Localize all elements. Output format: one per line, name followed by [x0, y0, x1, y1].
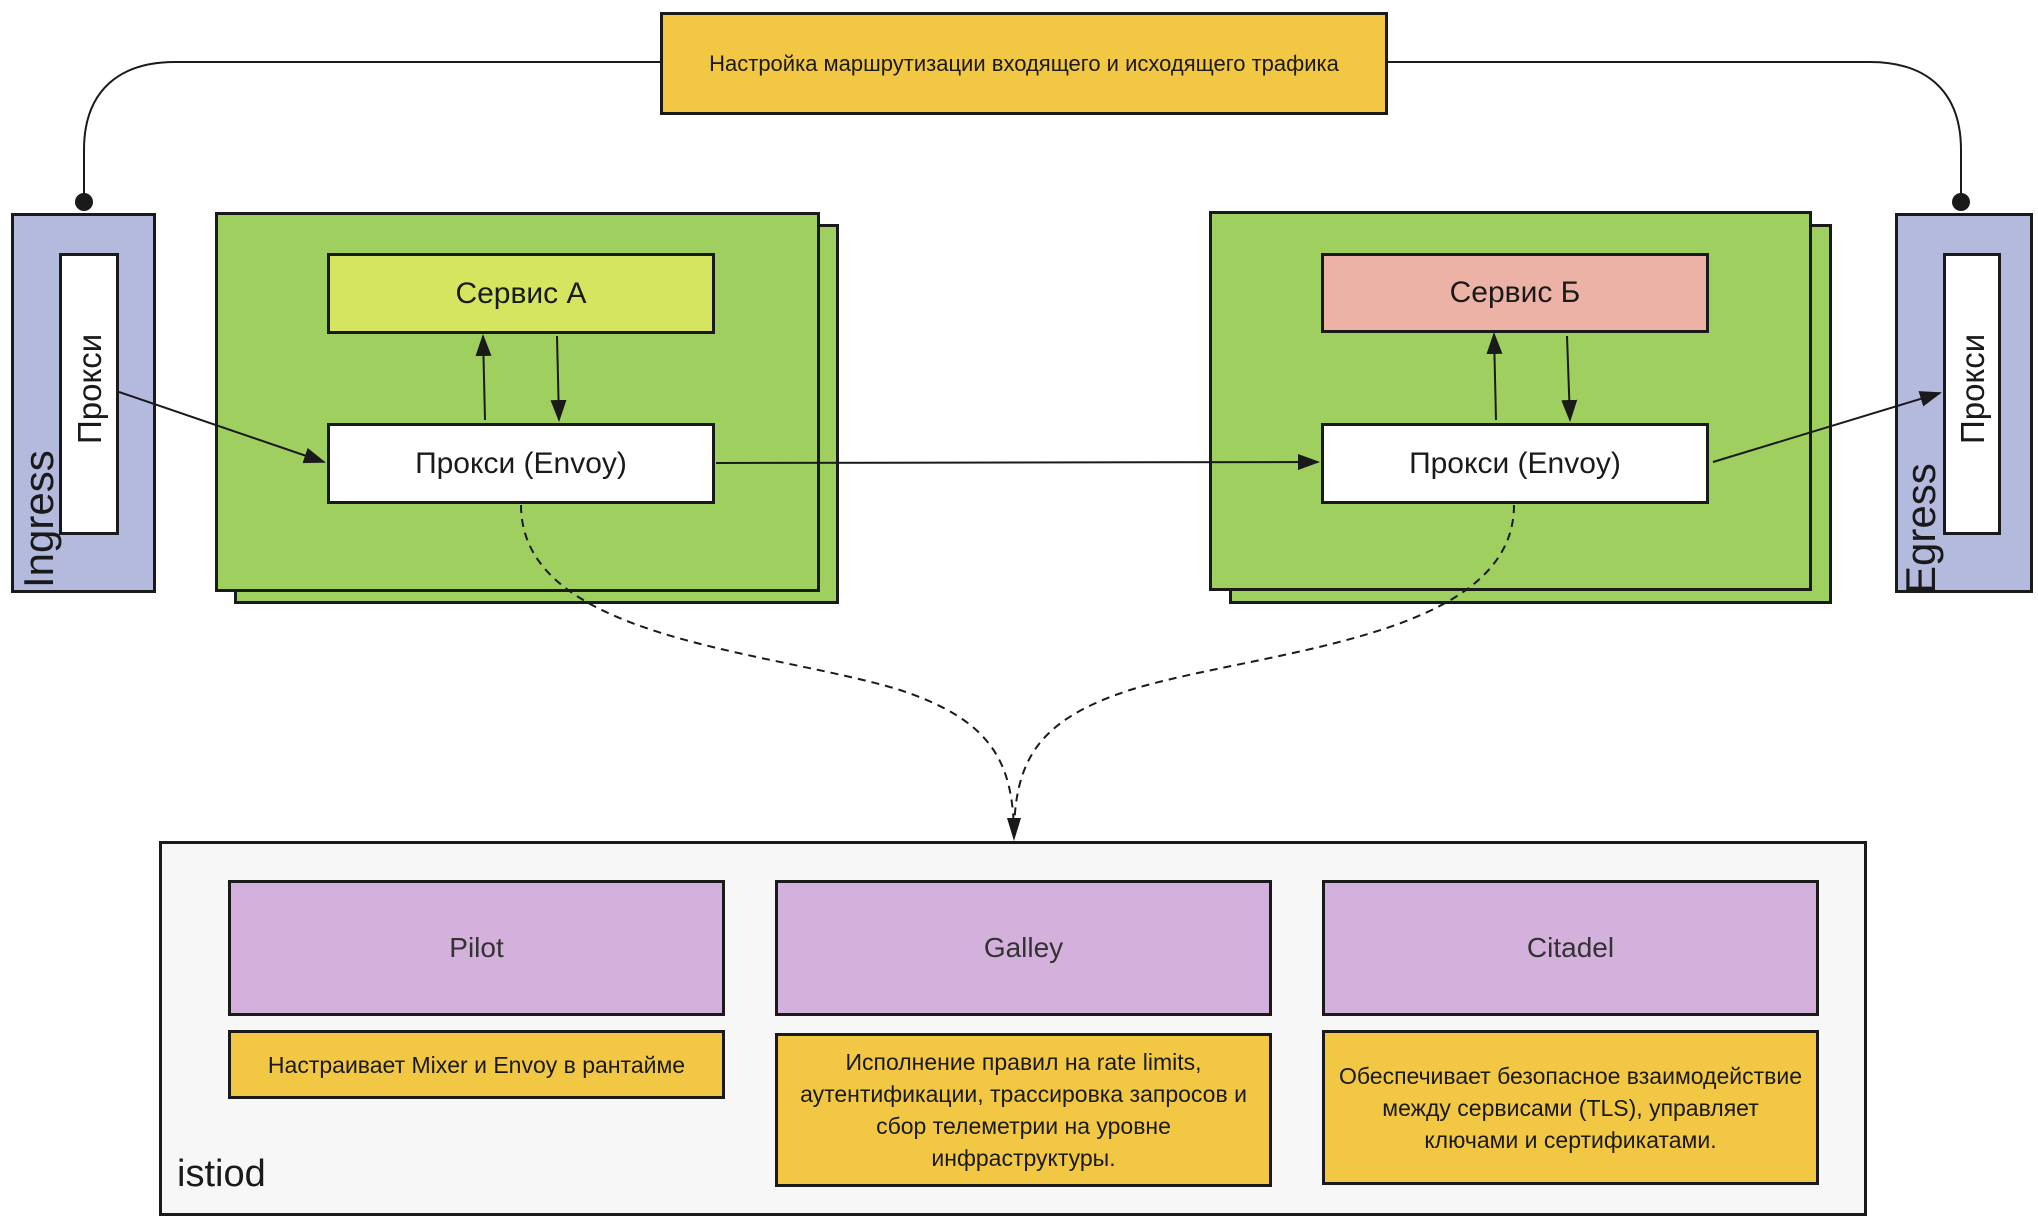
envoy-proxy-a: Прокси (Envoy) — [327, 423, 715, 504]
citadel-description: Обеспечивает безопасное взаимодействие м… — [1322, 1030, 1819, 1185]
service-a-label: Сервис А — [455, 276, 587, 310]
note-to-egress-line — [1388, 61, 1962, 202]
service-b: Сервис Б — [1321, 253, 1709, 333]
pilot-label: Pilot — [449, 932, 504, 963]
galley-description: Исполнение правил на rate limits, аутент… — [775, 1033, 1272, 1187]
service-b-label: Сервис Б — [1449, 276, 1581, 309]
egress-proxy: Прокси — [1943, 253, 2001, 535]
egress-gateway: Egress Прокси — [1895, 213, 2033, 594]
ingress-connector-dot — [75, 193, 93, 211]
routing-note: Настройка маршрутизации входящего и исхо… — [660, 12, 1388, 115]
galley-label: Galley — [983, 932, 1064, 963]
note-to-ingress-line — [83, 61, 660, 202]
pilot-description: Настраивает Mixer и Envoy в рантайме — [228, 1030, 725, 1099]
ingress-proxy: Прокси — [59, 253, 119, 535]
citadel-component: Citadel — [1322, 880, 1819, 1016]
pilot-component: Pilot — [228, 880, 725, 1016]
istiod-control-plane: istiod Pilot Настраивает Mixer и Envoy в… — [159, 841, 1867, 1216]
egress-label: Egress — [1897, 463, 1944, 594]
galley-component: Galley — [775, 880, 1272, 1016]
routing-note-text: Настройка маршрутизации входящего и исхо… — [709, 50, 1339, 76]
citadel-description-text: Обеспечивает безопасное взаимодействие м… — [1338, 1062, 1802, 1153]
envoy-proxy-b: Прокси (Envoy) — [1321, 423, 1709, 504]
pod-b: Сервис Б Прокси (Envoy) — [1209, 211, 1812, 591]
pod-a: Сервис А Прокси (Envoy) — [215, 212, 820, 592]
ingress-proxy-label: Прокси — [71, 333, 108, 444]
istiod-label: istiod — [177, 1153, 266, 1195]
envoy-proxy-a-label: Прокси (Envoy) — [415, 446, 627, 480]
istiod-arrowhead — [1007, 818, 1021, 841]
egress-proxy-label: Прокси — [1954, 333, 1991, 444]
service-a: Сервис А — [327, 253, 715, 334]
citadel-label: Citadel — [1526, 932, 1615, 963]
envoy-proxy-b-label: Прокси (Envoy) — [1409, 446, 1621, 480]
galley-description-text: Исполнение правил на rate limits, аутент… — [800, 1049, 1247, 1171]
ingress-gateway: Ingress Прокси — [11, 213, 156, 593]
pilot-description-text: Настраивает Mixer и Envoy в рантайме — [267, 1051, 686, 1078]
ingress-label: Ingress — [15, 450, 62, 588]
egress-connector-dot — [1952, 193, 1970, 211]
